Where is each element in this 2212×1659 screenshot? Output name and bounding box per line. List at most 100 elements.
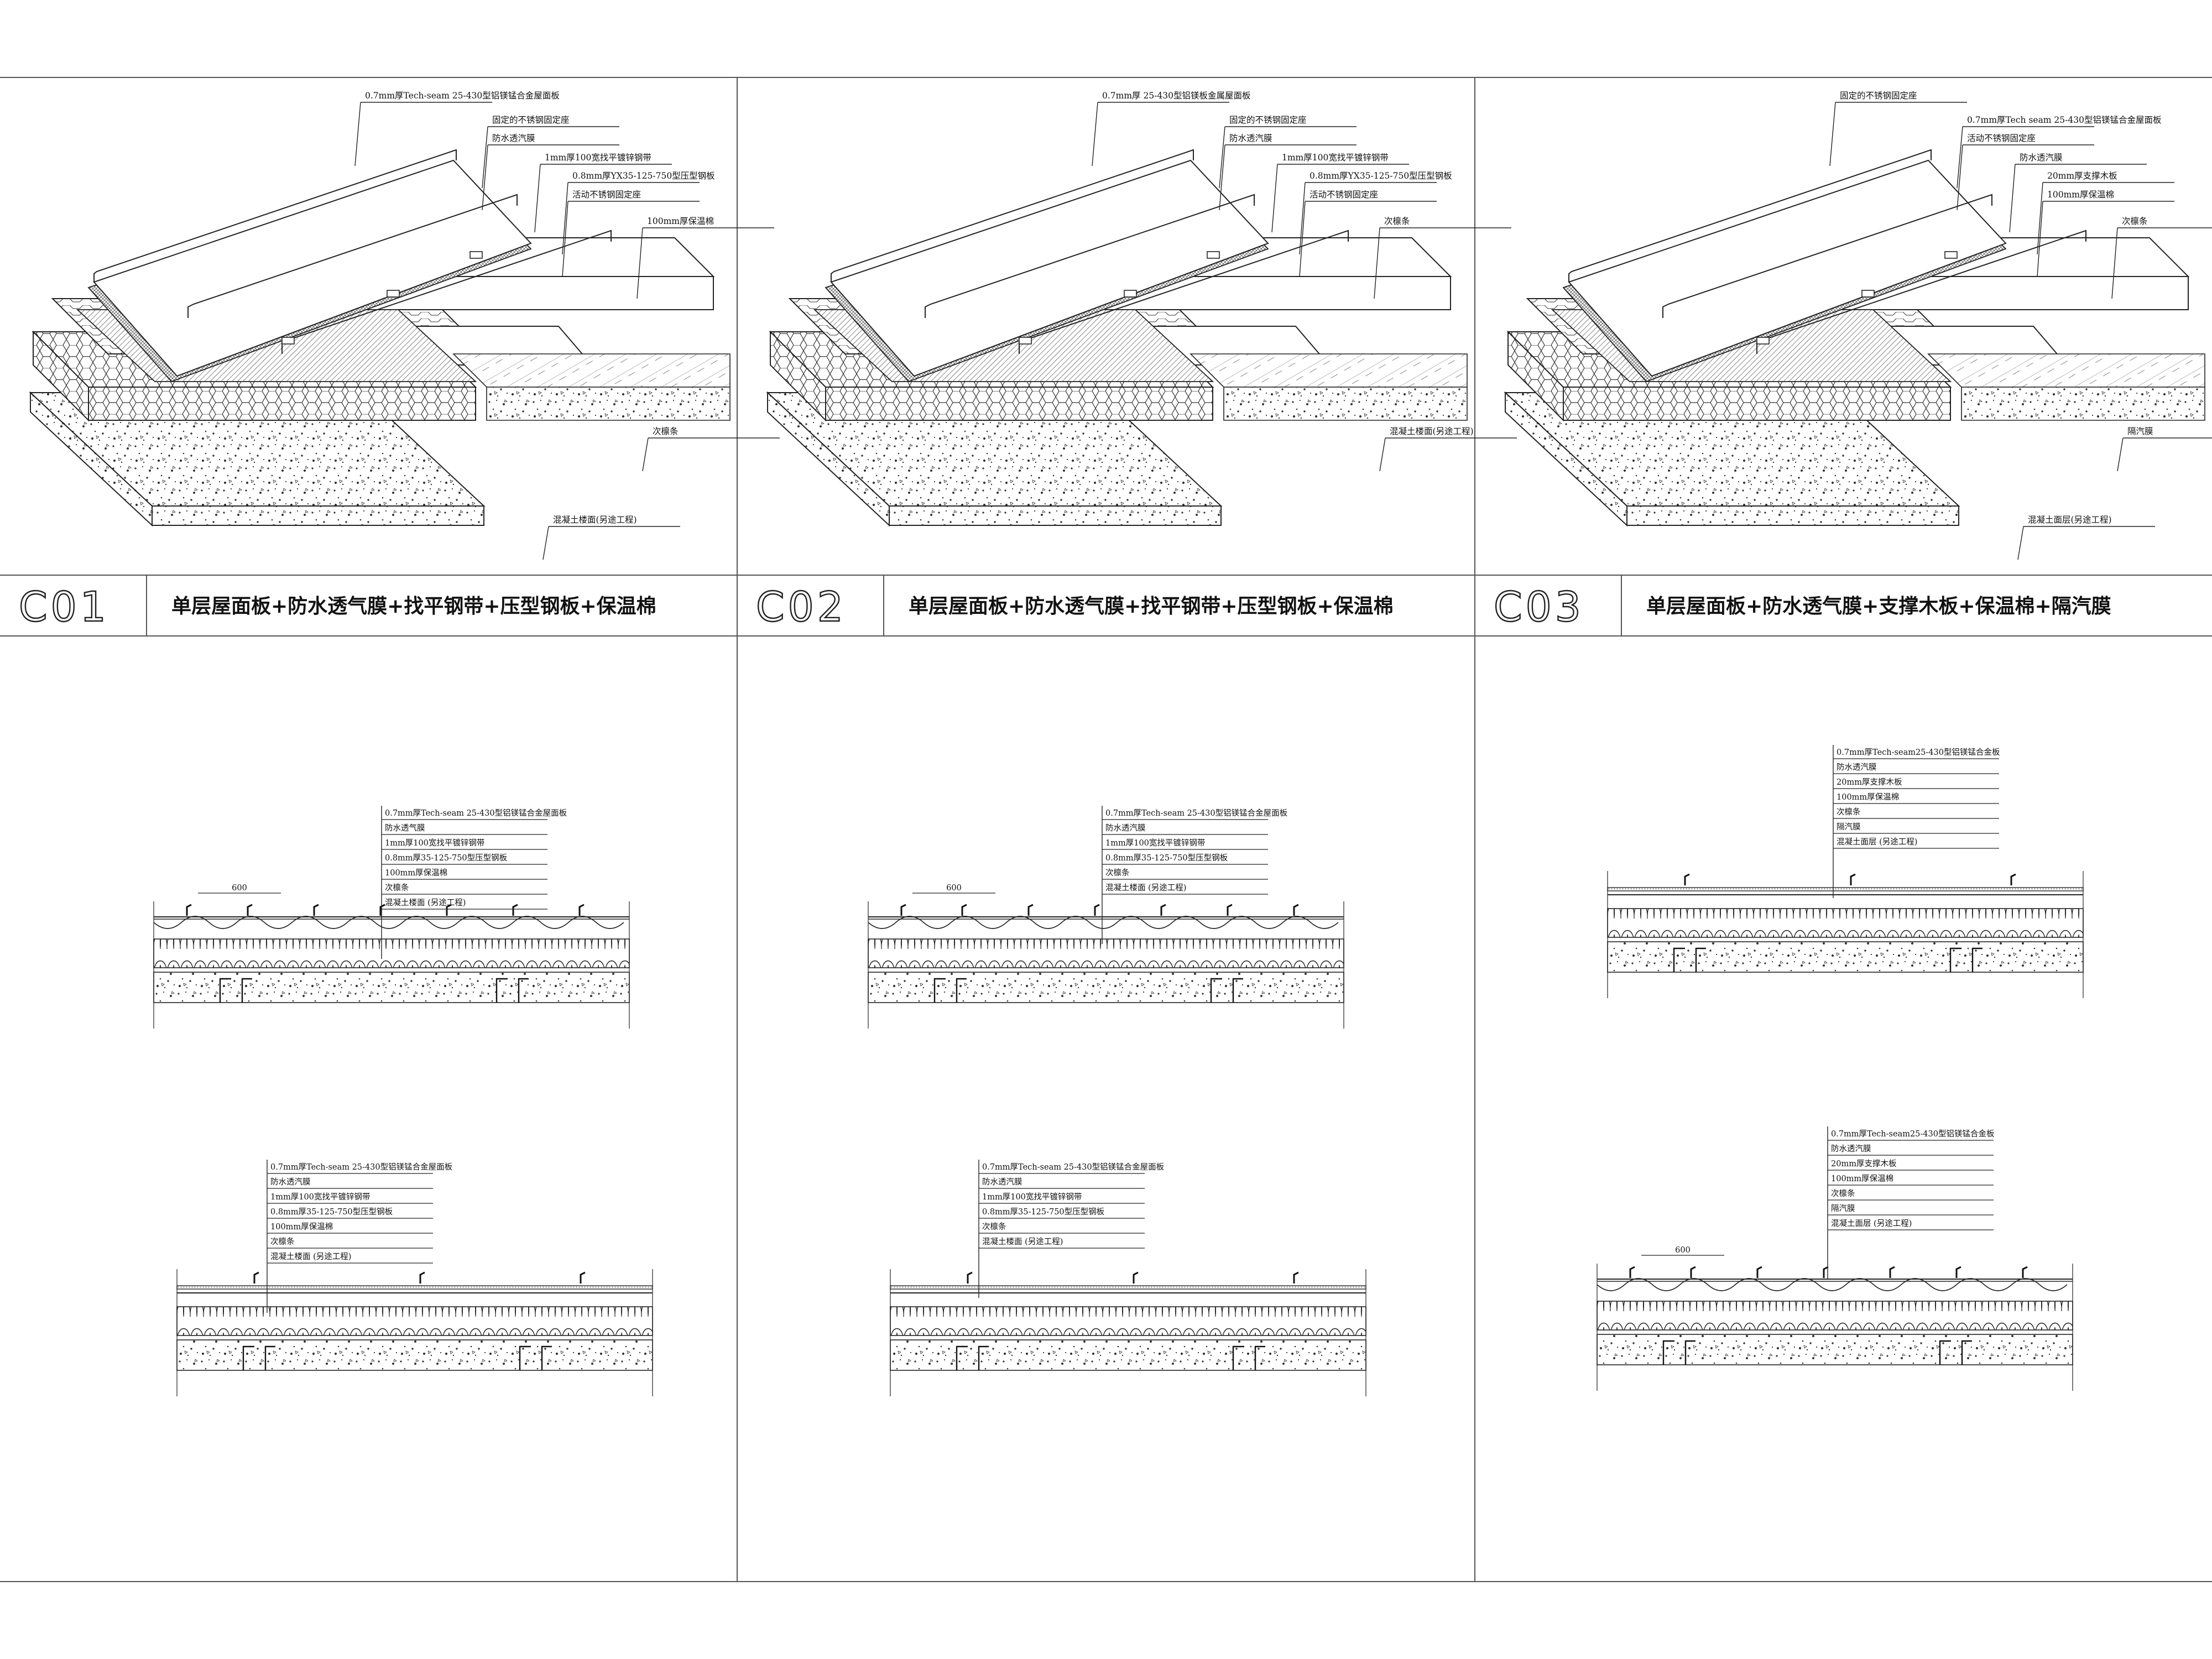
iso-label-5: 0.8mm厚YX35-125-750型压型钢板: [1310, 171, 1452, 181]
sec2-labels-label-2: 防水透汽膜: [1831, 1144, 1871, 1154]
iso-label-2: 固定的不锈钢固定座: [1229, 115, 1307, 125]
iso-label-7: 次檩条: [2122, 216, 2148, 226]
iso-label-9: 混凝土面层(另途工程): [2028, 515, 2112, 525]
detail-title: 单层屋面板+防水透气膜+找平钢带+压型钢板+保温棉: [909, 595, 1394, 618]
sec1-labels-label-3: 1mm厚100宽找平镀锌钢带: [385, 838, 484, 848]
sec1-labels-label-6: 隔汽膜: [1837, 822, 1861, 832]
iso-leader-line: [2117, 437, 2124, 472]
purlin-section: [1949, 947, 1983, 972]
iso-leader-line: [642, 437, 649, 472]
sec1-labels-label-6: 次檩条: [385, 883, 409, 893]
iso-leader-line: [482, 126, 488, 189]
purlin-section: [1939, 1340, 1972, 1365]
purlin-section: [519, 1345, 552, 1370]
dimension-text: 600: [1675, 1246, 1691, 1255]
iso-label-5: 20mm厚支撑木板: [2047, 171, 2117, 181]
purlin-section: [1673, 947, 1706, 972]
clip-fastener: [2010, 873, 2016, 885]
sec1-labels-label-2: 防水透汽膜: [1837, 763, 1877, 772]
clip-fastener: [900, 904, 906, 916]
iso-leader-line: [1271, 164, 1278, 233]
panel-c02: 0.7mm厚 25-430型铝镁板金属屋面板固定的不锈钢固定座防水透汽膜1mm厚…: [755, 91, 1517, 1396]
section-view-2: [176, 1269, 653, 1396]
iso-label-4: 1mm厚100宽找平镀锌钢带: [545, 153, 651, 163]
iso-leader-line: [1299, 182, 1306, 255]
sec2-labels-label-4: 100mm厚保温棉: [1831, 1174, 1893, 1183]
clip-fastener: [1684, 873, 1690, 885]
iso-leader-line: [534, 164, 541, 233]
clip-fastener: [253, 1271, 259, 1284]
iso-label-7: 100mm厚保温棉: [647, 216, 714, 226]
clip-fastener: [1955, 1266, 1961, 1278]
section-view-1: [1607, 871, 2084, 998]
iso-label-9: 混凝土楼面(另途工程): [553, 515, 637, 525]
iso-label-1: 固定的不锈钢固定座: [1840, 91, 1917, 101]
clip-fastener: [578, 904, 585, 916]
clip-fastener: [1823, 1266, 1829, 1278]
clip-fastener: [1293, 1271, 1299, 1284]
purlin-section: [1210, 978, 1243, 1003]
detail-title: 单层屋面板+防水透气膜+支撑木板+保温棉+隔汽膜: [1646, 595, 2111, 618]
sec2-labels-label-7: 混凝土楼面 (另途工程): [270, 1252, 351, 1261]
iso-leader-line: [542, 526, 549, 560]
iso-leader-line: [1299, 201, 1306, 277]
iso-leader-line: [1829, 102, 1836, 166]
iso-leader-line: [2009, 164, 2016, 233]
sec2-labels-label-2: 防水透汽膜: [982, 1177, 1022, 1187]
clip-fastener: [1850, 873, 1856, 885]
sec1-labels-label-5: 次檩条: [1105, 868, 1130, 878]
clip-fastener: [1160, 904, 1166, 916]
iso-leader-line: [1957, 126, 1963, 189]
purlin-section: [495, 978, 529, 1003]
sec2-labels-label-4: 0.8mm厚35-125-750型压型钢板: [982, 1207, 1105, 1217]
clip-fastener: [967, 1271, 973, 1284]
iso-label-5: 0.8mm厚YX35-125-750型压型钢板: [572, 171, 715, 181]
iso-label-8: 隔汽膜: [2127, 426, 2153, 436]
clip-fastener: [1027, 904, 1034, 916]
sec2-labels-label-2: 防水透汽膜: [270, 1177, 311, 1187]
iso-label-6: 活动不锈钢固定座: [572, 190, 641, 200]
sec1-labels-label-4: 0.8mm厚35-125-750型压型钢板: [1105, 853, 1228, 863]
section-view-1: 600: [868, 884, 1344, 1029]
sec1-labels-label-1: 0.7mm厚Tech-seam25-430型铝镁锰合金板: [1837, 747, 2000, 757]
sec1-labels-label-7: 混凝土楼面 (另途工程): [385, 898, 466, 907]
iso-label-1: 0.7mm厚Tech-seam 25-430型铝镁锰合金屋面板: [365, 91, 560, 101]
clip-fastener: [1889, 1266, 1895, 1278]
sec2-labels-label-1: 0.7mm厚Tech-seam25-430型铝镁锰合金板: [1831, 1129, 1995, 1139]
iso-leader-line: [1957, 144, 1963, 211]
iso-label-1: 0.7mm厚 25-430型铝镁板金属屋面板: [1102, 91, 1251, 101]
iso-leader-line: [562, 201, 568, 277]
sec1-labels-label-5: 100mm厚保温棉: [385, 868, 447, 878]
sec2-labels-label-3: 20mm厚支撑木板: [1831, 1159, 1897, 1168]
sec2-labels-label-1: 0.7mm厚Tech-seam 25-430型铝镁锰合金屋面板: [270, 1162, 453, 1172]
sec1-labels-label-6: 混凝土楼面 (另途工程): [1105, 883, 1186, 893]
clip-fastener: [1690, 1266, 1696, 1278]
clip-fastener: [1629, 1266, 1635, 1278]
iso-leader-line: [354, 102, 361, 166]
clip-fastener: [1756, 1266, 1762, 1278]
sec1-labels-label-4: 0.8mm厚35-125-750型压型钢板: [385, 853, 508, 863]
clip-fastener: [446, 904, 452, 916]
iso-label-4: 防水透汽膜: [2020, 153, 2063, 163]
iso-label-3: 活动不锈钢固定座: [1967, 133, 2036, 143]
sec2-labels-label-7: 混凝土面层 (另途工程): [1831, 1219, 1912, 1228]
detail-code: C03: [1494, 583, 1584, 631]
clip-fastener: [186, 904, 192, 916]
sec1-labels-label-5: 次檩条: [1837, 807, 1861, 817]
clip-fastener: [419, 1271, 425, 1284]
purlin-section: [219, 978, 252, 1003]
clip-fastener: [512, 904, 518, 916]
purlin-section: [956, 1345, 989, 1370]
clip-fastener: [313, 904, 319, 916]
iso-leader-line: [1219, 126, 1225, 189]
isometric-detail: [29, 149, 731, 527]
clip-fastener: [1094, 904, 1100, 916]
clip-fastener: [247, 904, 253, 916]
sheet-grid: [0, 77, 2212, 1582]
sec2-labels-label-5: 次檩条: [982, 1222, 1006, 1232]
sec2-labels-label-4: 0.8mm厚35-125-750型压型钢板: [270, 1207, 393, 1217]
dimension-text: 600: [946, 884, 962, 893]
sec1-labels-label-4: 100mm厚保温棉: [1837, 792, 1899, 802]
sec1-labels-label-1: 0.7mm厚Tech-seam 25-430型铝镁锰合金屋面板: [385, 808, 567, 818]
